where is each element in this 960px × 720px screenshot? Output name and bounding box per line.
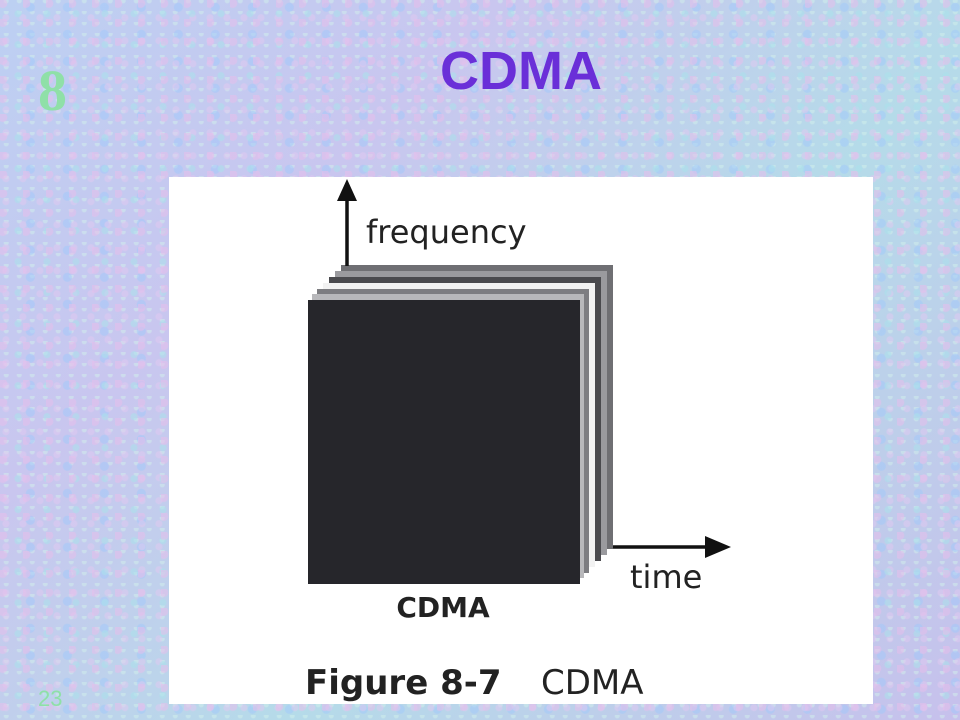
block-label: CDMA bbox=[396, 591, 490, 624]
figure-caption-label: Figure 8-7 bbox=[305, 663, 502, 703]
time-axis-label: time bbox=[630, 558, 702, 596]
page-number: 23 bbox=[38, 686, 63, 711]
code-layers bbox=[308, 265, 613, 584]
time-axis-arrow bbox=[705, 536, 731, 558]
figure-panel: frequency time CDMA Figure 8-7 CDMA bbox=[169, 177, 873, 704]
slide-title: CDMA bbox=[440, 41, 602, 101]
figure-caption-text: CDMA bbox=[541, 663, 644, 703]
frequency-axis-label: frequency bbox=[366, 213, 527, 251]
slide-number: 8 bbox=[38, 58, 67, 123]
frequency-axis-arrow bbox=[337, 179, 357, 201]
code-layer-front bbox=[308, 300, 580, 584]
cdma-diagram: frequency time CDMA Figure 8-7 CDMA bbox=[305, 179, 731, 703]
